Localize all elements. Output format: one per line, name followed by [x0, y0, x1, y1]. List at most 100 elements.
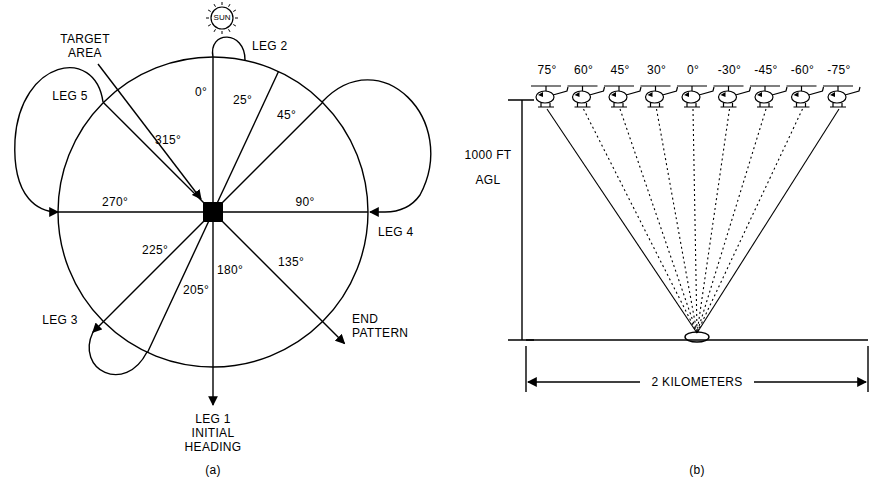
helicopter-icon: [677, 86, 714, 107]
sight-line: [657, 109, 698, 333]
angle-label: 45°: [277, 108, 296, 122]
sun-ray: [233, 25, 236, 27]
leg-label: LEG 4: [378, 225, 414, 239]
helicopter-frame: [823, 86, 860, 107]
leg-label: LEG 1 INITIAL HEADING: [178, 412, 248, 454]
dimension-label: 2 KILOMETERS: [652, 375, 743, 389]
helicopter-body: [828, 91, 846, 103]
sun-label: SUN: [208, 4, 236, 23]
angle-label: 90°: [295, 195, 314, 209]
helicopter-frame: [714, 86, 751, 107]
helicopter-window: [794, 92, 799, 97]
helicopter-frame: [531, 86, 568, 107]
target-ellipse: [685, 332, 709, 342]
dimension-tick: [526, 346, 868, 392]
sun-ray: [208, 25, 211, 27]
drawing-part: [58, 57, 368, 405]
angle-label: -60°: [791, 63, 814, 77]
angle-label: -30°: [718, 63, 741, 77]
helicopter-icon: [714, 86, 751, 107]
helicopter-icon: [750, 86, 787, 107]
helicopter-window: [611, 92, 616, 97]
dimension-line: [521, 100, 522, 340]
sun-ray: [208, 10, 211, 12]
target-square: [203, 202, 223, 222]
angle-label: 270°: [102, 195, 128, 209]
sun-ray: [233, 10, 236, 12]
end-label: END PATTERN: [352, 312, 422, 340]
sight-line: [693, 109, 697, 333]
sun-ray: [229, 29, 231, 32]
sun-symbol: SUN: [208, 4, 236, 32]
helicopter-icon: [604, 86, 641, 107]
helicopter-icon: [641, 86, 678, 107]
angle-label: 30°: [647, 63, 666, 77]
leg-label: LEG 3: [42, 313, 78, 327]
heading-line: [213, 211, 368, 212]
heading-line: [93, 212, 213, 332]
helicopter-body: [755, 91, 773, 103]
sun-ray: [235, 18, 238, 19]
helicopter-frame: [787, 86, 824, 107]
helicopter-window: [575, 92, 580, 97]
angle-label: 45°: [610, 63, 629, 77]
helicopter-frame: [568, 86, 605, 107]
dimension-label: 1000 FT: [465, 148, 512, 162]
dimension-tick: [508, 100, 534, 340]
turn-loop: [213, 37, 245, 60]
sight-line: [697, 109, 803, 333]
turn-loop: [89, 332, 147, 375]
helicopter-body: [682, 91, 700, 103]
panel-label: (b): [689, 463, 705, 477]
helicopter-window: [538, 92, 543, 97]
helicopter-window: [830, 92, 835, 97]
panel-label: (a): [205, 463, 221, 477]
dimension-line: [528, 381, 640, 382]
drawing-part: [531, 86, 860, 333]
turn-loop: [322, 80, 431, 212]
sun-ray: [214, 29, 216, 32]
sun-ray: [222, 2, 223, 5]
heading-line: [213, 212, 345, 344]
helicopter-icon: [823, 86, 860, 107]
helicopter-body: [573, 91, 591, 103]
helicopter-icon: [787, 86, 824, 107]
angle-label: 135°: [278, 255, 304, 269]
dimension-line: [754, 381, 866, 382]
helicopter-body: [719, 91, 737, 103]
target-label: TARGET AREA: [54, 32, 116, 60]
sight-line: [620, 109, 697, 333]
heading-line: [212, 57, 213, 212]
helicopter-body: [536, 91, 554, 103]
helicopter-window: [757, 92, 762, 97]
helicopter-frame: [677, 86, 714, 107]
heading-line: [213, 102, 323, 212]
helicopter-frame: [641, 86, 678, 107]
sun-ray: [229, 4, 231, 7]
ground-line: [526, 339, 868, 340]
sight-line: [697, 109, 766, 333]
sun-ray: [214, 4, 216, 7]
heading-line: [213, 72, 279, 212]
angle-label: -45°: [754, 63, 777, 77]
helicopter-icon: [568, 86, 605, 107]
dimension-label: AGL: [476, 173, 501, 187]
sun-ray: [222, 31, 223, 34]
helicopter-window: [721, 92, 726, 97]
leader-line: [98, 64, 201, 199]
helicopter-frame: [604, 86, 641, 107]
angle-label: -75°: [827, 63, 850, 77]
leg-label: LEG 5: [52, 89, 88, 103]
helicopter-icon: [531, 86, 568, 107]
drawing-part: [15, 37, 868, 392]
sun-ray: [206, 18, 209, 19]
leg-label: LEG 2: [252, 39, 288, 53]
helicopter-body: [646, 91, 664, 103]
helicopter-window: [684, 92, 689, 97]
sight-line: [584, 109, 698, 333]
angle-label: 25°: [233, 93, 252, 107]
sight-line: [547, 109, 697, 333]
turn-loop: [15, 68, 103, 212]
